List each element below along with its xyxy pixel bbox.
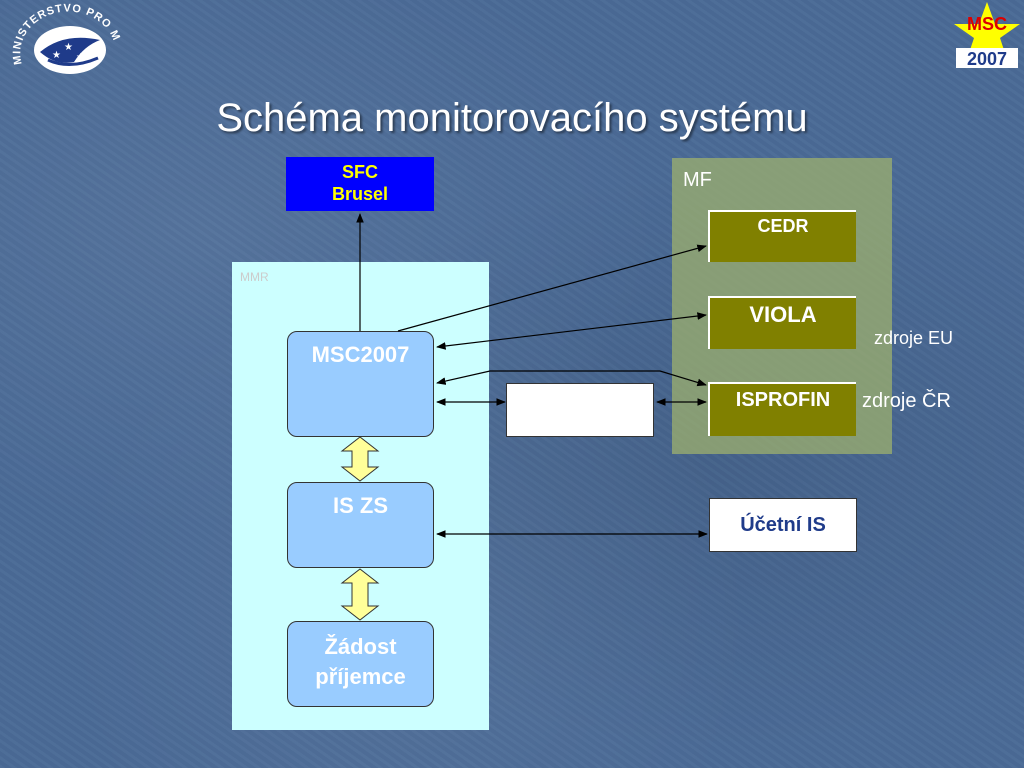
zadost-prijemce-box: Žádost příjemce	[287, 621, 434, 707]
page-title: Schéma monitorovacího systému	[216, 96, 808, 140]
svg-text:★: ★	[64, 42, 73, 53]
mmr-label: MMR	[240, 270, 269, 284]
isprofin-box: ISPROFIN	[708, 382, 856, 436]
double-arrow-iszs-zadost	[340, 568, 380, 621]
ministry-logo: MINISTERSTVO PRO MÍSTNÍ ROZVOJ ★ ★ ★	[0, 0, 132, 94]
zdroje-cr-note: zdroje ČR	[862, 390, 951, 412]
is-zs-box: IS ZS	[287, 482, 434, 568]
svg-text:MSC: MSC	[967, 14, 1007, 34]
arrow-msc-to-cedr	[397, 244, 707, 332]
sfc-label: SFC	[342, 162, 378, 182]
svg-text:2007: 2007	[967, 49, 1007, 69]
brusel-label: Brusel	[331, 184, 389, 204]
mf-label: MF	[683, 169, 712, 191]
msc2007-box: MSC2007	[287, 331, 434, 437]
arrow-isprofin-msc	[436, 370, 707, 387]
zdroje-eu-note: zdroje EU	[874, 328, 954, 348]
svg-text:★: ★	[76, 52, 85, 63]
intermediate-empty-box	[506, 383, 654, 437]
viola-box: VIOLA	[708, 296, 856, 349]
double-arrow-msc-iszs	[340, 436, 380, 482]
arrow-viola-msc	[436, 312, 707, 350]
msc2007-logo: MSC 2007	[950, 0, 1024, 70]
cedr-box: CEDR	[708, 210, 856, 262]
zadost-label: Žádost	[324, 634, 397, 659]
svg-text:★: ★	[52, 50, 61, 61]
sfc-brusel-box: SFC Brusel	[286, 157, 434, 211]
prijemce-label: příjemce	[315, 664, 406, 689]
ucetni-is-box: Účetní IS	[709, 498, 857, 552]
